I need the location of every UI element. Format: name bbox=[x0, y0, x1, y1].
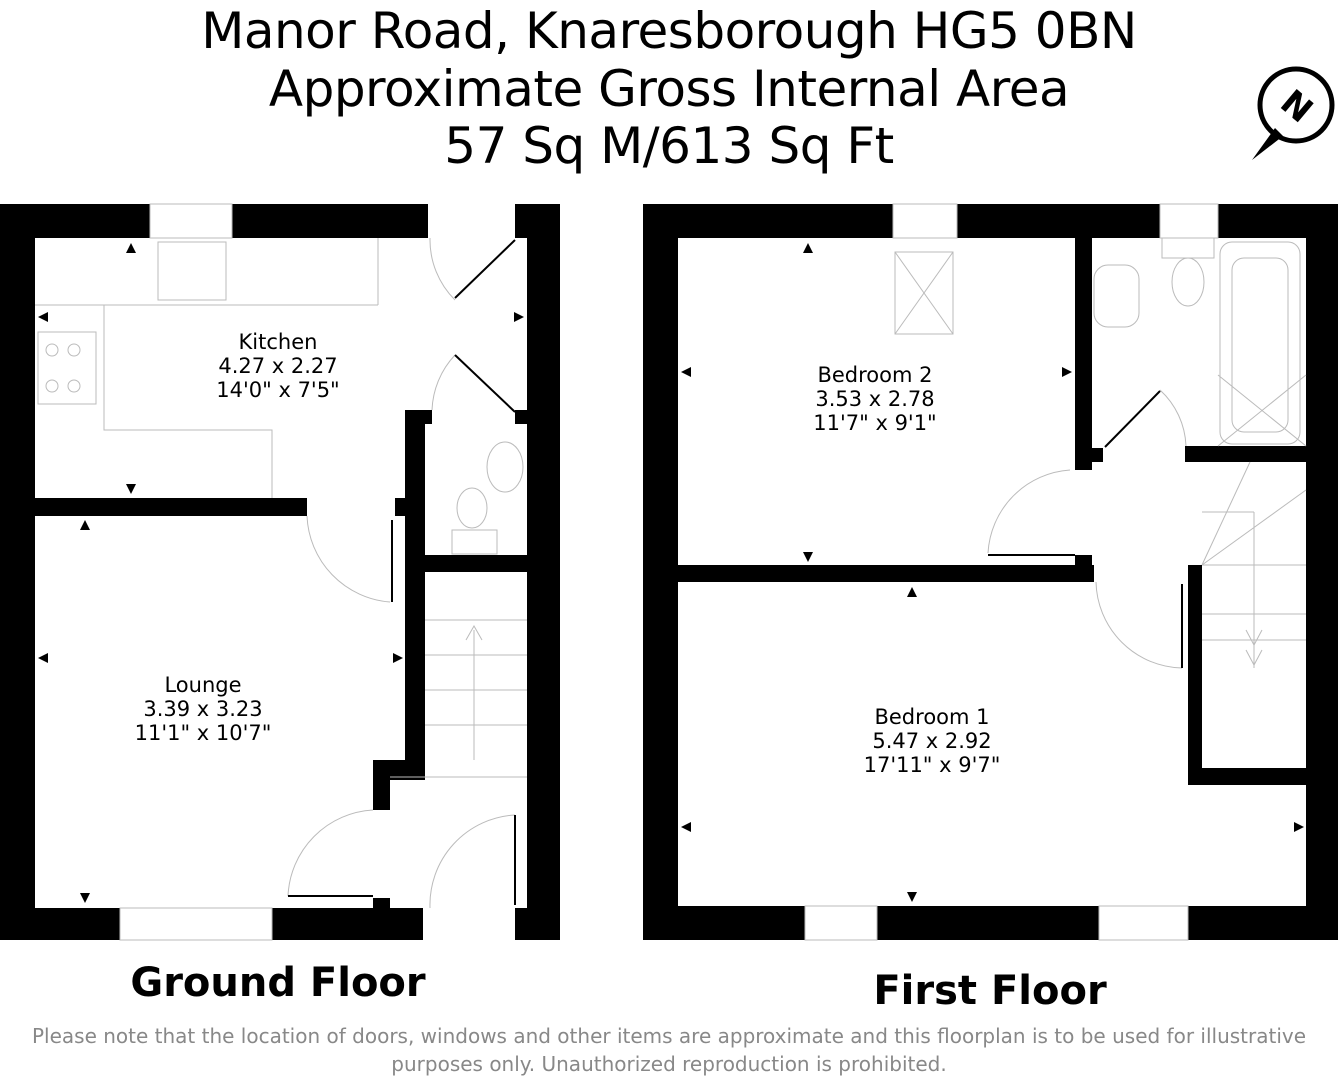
sink-icon bbox=[157, 241, 227, 301]
toilet-icon bbox=[1171, 257, 1205, 307]
toilet-icon bbox=[456, 487, 488, 529]
room-name: Kitchen bbox=[238, 330, 318, 354]
ground-floor-dimension-markers bbox=[38, 243, 524, 903]
disclaimer-line-1: Please note that the location of doors, … bbox=[31, 1024, 1307, 1048]
plan-title-area-value: 57 Sq M/613 Sq Ft bbox=[444, 117, 894, 175]
room-name: Bedroom 1 bbox=[874, 705, 990, 729]
first-floor-label: First Floor bbox=[873, 968, 1107, 1014]
basin-icon bbox=[1093, 264, 1140, 328]
svg-text:N: N bbox=[1273, 82, 1321, 131]
room-kitchen: Kitchen 4.27 x 2.27 14'0" x 7'5" bbox=[216, 330, 339, 402]
room-imperial-size: 14'0" x 7'5" bbox=[216, 378, 340, 402]
room-imperial-size: 11'1" x 10'7" bbox=[134, 721, 272, 745]
room-metric-size: 3.53 x 2.78 bbox=[815, 387, 935, 411]
room-bedroom-1: Bedroom 1 5.47 x 2.92 17'11" x 9'7" bbox=[864, 705, 1001, 777]
room-metric-size: 4.27 x 2.27 bbox=[218, 354, 338, 378]
loft-hatch-icon bbox=[894, 251, 954, 335]
room-imperial-size: 17'11" x 9'7" bbox=[863, 753, 1001, 777]
first-floor-dimension-markers bbox=[681, 243, 1304, 902]
disclaimer: Please note that the location of doors, … bbox=[0, 1022, 1338, 1078]
room-imperial-size: 11'7" x 9'1" bbox=[813, 411, 937, 435]
basin-icon bbox=[486, 441, 524, 493]
room-metric-size: 3.39 x 3.23 bbox=[143, 697, 263, 721]
plan-title-area-label: Approximate Gross Internal Area bbox=[268, 60, 1070, 118]
room-name: Lounge bbox=[164, 673, 242, 697]
first-floor-door-leaves bbox=[988, 390, 1183, 668]
ground-floor-fixtures bbox=[35, 203, 527, 941]
ground-floor-label: Ground Floor bbox=[130, 960, 426, 1006]
room-lounge: Lounge 3.39 x 3.23 11'1" x 10'7" bbox=[135, 673, 272, 745]
first-floor-walls bbox=[643, 204, 1338, 940]
plan-title-address: Manor Road, Knaresborough HG5 0BN bbox=[201, 2, 1137, 60]
ground-floor-door-leaves bbox=[288, 239, 516, 905]
north-compass-icon: N bbox=[1252, 66, 1335, 160]
bath-icon bbox=[1219, 241, 1301, 445]
room-bedroom-2: Bedroom 2 3.53 x 2.78 11'7" x 9'1" bbox=[813, 363, 936, 435]
first-floor-fixtures bbox=[804, 203, 1307, 941]
disclaimer-line-2: purposes only. Unauthorized reproduction… bbox=[391, 1052, 947, 1076]
ground-floor-walls bbox=[0, 204, 560, 940]
room-metric-size: 5.47 x 2.92 bbox=[872, 729, 992, 753]
hob-icon bbox=[37, 331, 97, 405]
room-name: Bedroom 2 bbox=[817, 363, 933, 387]
